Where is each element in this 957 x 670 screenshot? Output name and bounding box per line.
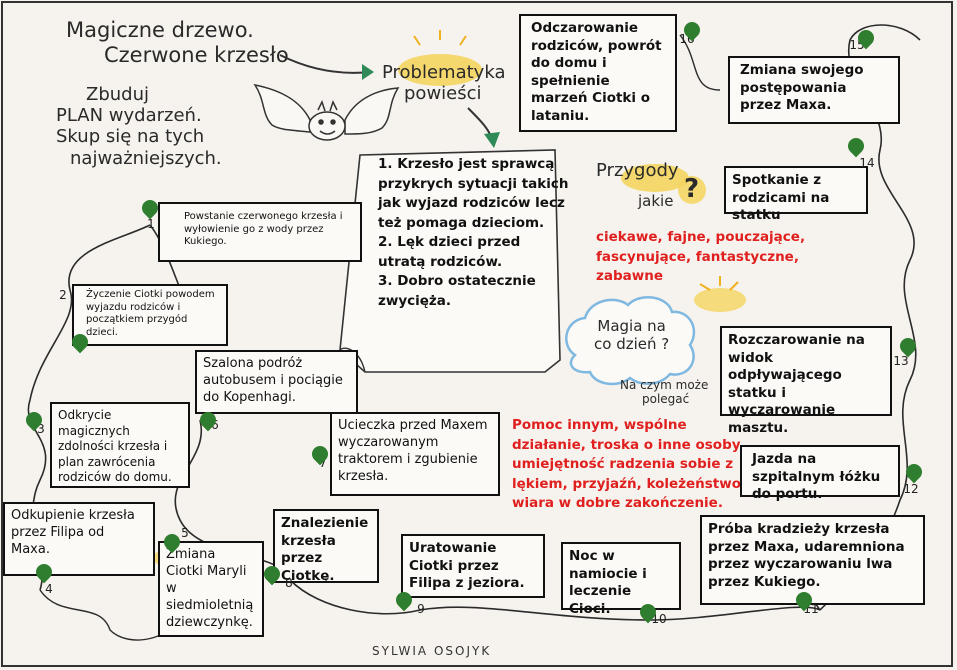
- problems-line: 3. Dobro ostatecznie: [378, 273, 536, 290]
- magic-cloud-text: Magia na co dzień ?: [594, 317, 670, 354]
- event-box-1: Powstanie czerwonego krzesła i wyłowieni…: [158, 202, 362, 262]
- magic-question-icon: ?: [661, 334, 670, 353]
- problem-heading-line-2: powieści: [404, 83, 482, 105]
- instruction-line-1: Zbuduj: [86, 84, 149, 105]
- sun-rays: [413, 30, 739, 291]
- adventures-answer-line: ciekawe, fajne, pouczające,: [596, 229, 806, 245]
- event-box-7: Ucieczka przed Maxem wyczarowanym trakto…: [330, 412, 500, 496]
- event-box-16: Odczarowanie rodziców, powrót do domu i …: [519, 14, 677, 132]
- adventures-heading: Przygody: [596, 160, 679, 181]
- event-box-13: Rozczarowanie na widok odpływającego sta…: [720, 326, 892, 436]
- magic-question-line-1: Na czym może: [620, 378, 709, 392]
- event-number-13: 13: [893, 354, 909, 368]
- author-signature: SYLWIA OSOJYK: [372, 644, 492, 658]
- bat-drawing: [253, 83, 400, 141]
- event-box-15: Zmiana swojego postępowania przez Maxa.: [728, 56, 900, 124]
- problem-heading-line-1: Problematyka: [382, 62, 506, 83]
- adventures-question-icon: ?: [684, 174, 700, 204]
- event-box-14: Spotkanie z rodzicami na statku: [724, 166, 868, 223]
- vine-path: [27, 24, 921, 621]
- problems-line: 2. Lęk dzieci przed: [378, 234, 521, 251]
- event-box-3: Odkrycie magicznych zdolności krzesła i …: [50, 402, 190, 488]
- instruction-line-2: PLAN wydarzeń.: [56, 105, 202, 127]
- event-number-8: 8: [285, 576, 293, 590]
- instruction-text: Zbuduj PLAN wydarzeń. Skup się na tych n…: [56, 84, 222, 169]
- problems-line: przykrych sytuacji takich: [378, 175, 569, 192]
- event-number-1: 1: [147, 217, 155, 231]
- adventures-answer-line: zabawne: [596, 268, 663, 285]
- instruction-line-4: najważniejszych.: [70, 147, 222, 169]
- problems-line: 1. Krzesło jest sprawcą: [378, 156, 555, 172]
- event-box-5: Zmiana Ciotki Maryli w siedmioletnią dzi…: [158, 541, 264, 637]
- qmark-glow: [678, 176, 706, 204]
- problems-line: jak wyjazd rodziców lecz: [378, 195, 565, 212]
- arrow-head: [484, 132, 500, 148]
- arrow-head: [362, 64, 374, 80]
- magic-question-line-2: polegać: [642, 392, 690, 407]
- adventures-answer-line: fascynujące, fantastyczne,: [596, 248, 799, 265]
- event-number-6: 6: [211, 418, 219, 432]
- problems-line: utratą rodziców.: [378, 253, 503, 270]
- adventures-sub: jakie: [638, 192, 674, 210]
- magic-cloud-line-1: Magia na: [597, 317, 666, 335]
- event-number-5: 5: [181, 526, 189, 540]
- magic-cloud-line-2: co dzień ?: [594, 334, 670, 354]
- sun-glow: [621, 164, 689, 192]
- magic-answer-line: wiara w dobre zakończenie.: [512, 495, 723, 512]
- event-box-8: Znalezienie krzesła przez Ciotkę.: [273, 509, 379, 584]
- event-box-12: Jazda na szpitalnym łóżku do portu.: [740, 445, 900, 502]
- event-box-4: Odkupienie krzesła przez Filipa od Maxa.: [3, 502, 155, 576]
- sun-glow: [398, 54, 482, 86]
- page-title: Magiczne drzewo. Czerwone krzesło: [66, 18, 289, 68]
- magic-question: Na czym może polegać: [620, 378, 708, 406]
- magic-answer-line: Pomoc innym, wspólne: [512, 417, 687, 433]
- event-number-7: 7: [319, 456, 327, 470]
- problems-list: 1. Krzesło jest sprawcą przykrych sytuac…: [378, 155, 568, 312]
- magic-cloud-line-2-text: co dzień: [594, 334, 657, 353]
- event-box-9: Uratowanie Ciotki przez Filipa z jeziora…: [401, 534, 545, 598]
- event-box-11: Próba kradzieży krzesła przez Maxa, udar…: [700, 515, 925, 605]
- adventures-answer: ciekawe, fajne, pouczające, fascynujące,…: [596, 228, 805, 287]
- event-number-12: 12: [903, 482, 919, 496]
- event-box-6: Szalona podróż autobusem i pociągie do K…: [195, 350, 358, 414]
- event-box-10: Noc w namiocie i leczenie Cioci.: [561, 542, 681, 617]
- sun-glow: [694, 288, 746, 312]
- event-box-2: Życzenie Ciotki powodem wyjazdu rodziców…: [72, 284, 228, 346]
- problems-line: zwycięża.: [378, 292, 452, 309]
- magic-answer-line: lękiem, przyjaźń, koleżeństwo,: [512, 475, 747, 492]
- magic-answer-line: umiejętność radzenia sobie z: [512, 456, 734, 473]
- problems-line: też pomaga dzieciom.: [378, 214, 545, 231]
- event-number-3: 3: [37, 422, 45, 436]
- title-line-2: Czerwone krzesło: [104, 42, 289, 67]
- cloud: [565, 296, 696, 386]
- title-line-1: Magiczne drzewo.: [66, 18, 254, 42]
- event-number-4: 4: [45, 582, 53, 596]
- arrow: [279, 54, 371, 74]
- problem-heading: Problematyka powieści: [382, 62, 505, 104]
- magic-answer-line: działanie, troska o inne osoby,: [512, 436, 745, 453]
- instruction-line-3: Skup się na tych: [56, 126, 205, 148]
- event-number-9: 9: [417, 602, 425, 616]
- event-number-2: 2: [59, 288, 67, 302]
- magic-answer: Pomoc innym, wspólne działanie, troska o…: [512, 416, 746, 514]
- event-number-14: 14: [859, 156, 875, 170]
